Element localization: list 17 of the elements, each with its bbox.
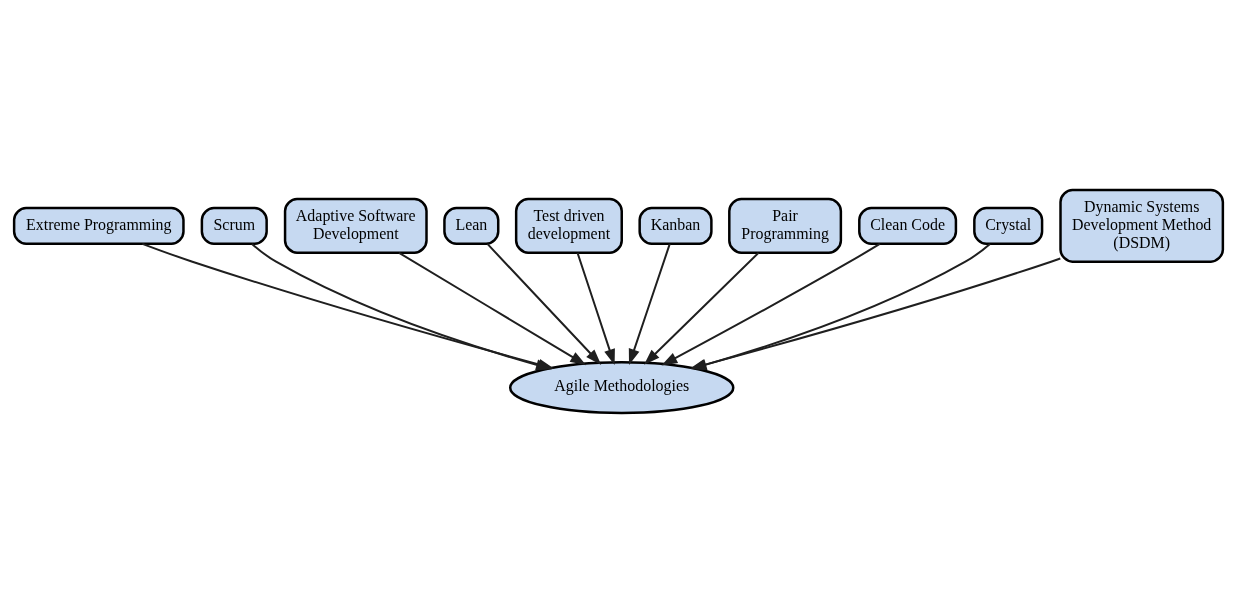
- arrow: [628, 242, 671, 365]
- node-box: Kanban: [638, 206, 713, 245]
- node-box: Adaptive Software Development: [283, 197, 428, 254]
- node-box: Scrum: [200, 206, 268, 245]
- arrow: [398, 251, 587, 365]
- node-box: Clean Code: [858, 206, 958, 245]
- node-box: Lean: [443, 206, 500, 245]
- arrow: [486, 242, 602, 365]
- node-box: Test driven development: [514, 197, 623, 254]
- node-box: Extreme Programming: [12, 206, 185, 245]
- node-box: Crystal: [973, 206, 1044, 245]
- node-box: Dynamic Systems Development Method (DSDM): [1059, 188, 1225, 263]
- arrow: [250, 242, 552, 370]
- arrow: [661, 242, 881, 366]
- arrow: [644, 251, 760, 365]
- arrow: [576, 251, 615, 365]
- node-box: Pair Programming: [728, 197, 843, 254]
